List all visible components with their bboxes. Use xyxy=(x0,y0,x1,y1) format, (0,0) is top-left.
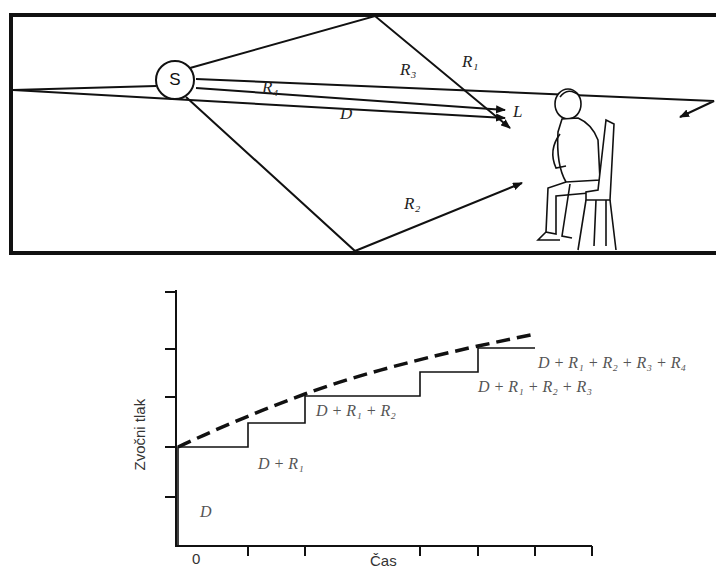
axis-tick: 0 xyxy=(192,550,200,567)
ray-label: R₂ xyxy=(404,194,420,214)
listener-label: L xyxy=(513,102,522,122)
step-label: D xyxy=(200,503,212,521)
axis-title: Čas xyxy=(370,552,397,569)
axis-title: Zvočni tlak xyxy=(131,399,148,471)
ray-r1 xyxy=(190,16,510,128)
ray-label: D xyxy=(340,104,352,124)
source-label: S xyxy=(169,70,180,90)
source-circle: S xyxy=(155,60,195,100)
step-label: D + R₁ + R₂ xyxy=(316,402,396,420)
ray-r3 xyxy=(196,79,714,117)
listener-figure xyxy=(538,89,616,250)
ray-label: R₁ xyxy=(462,52,478,72)
ray-label: R₃ xyxy=(400,60,416,80)
step-label: D + R₁ + R₂ + R₃ xyxy=(478,378,592,396)
step-label: D + R₁ + R₂ + R₃ + R₄ xyxy=(538,354,686,372)
ray-r2 xyxy=(186,97,522,251)
step-label: D + R₁ xyxy=(258,455,304,473)
ray-label: R₄ xyxy=(262,78,278,98)
room-outline xyxy=(11,15,716,253)
chart-axes xyxy=(165,290,592,556)
ray-r4 xyxy=(13,86,505,118)
